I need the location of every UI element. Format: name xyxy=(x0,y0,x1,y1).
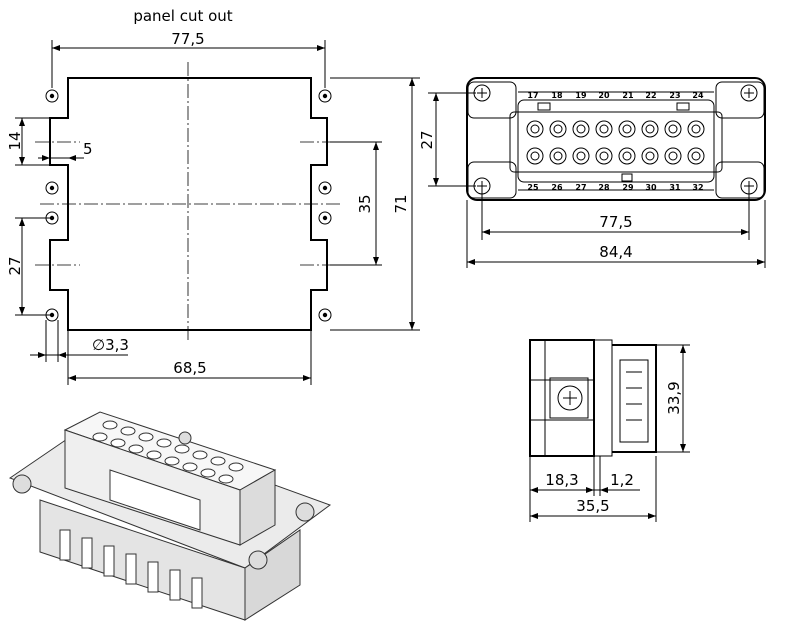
front-dim-inner-width: 77,5 xyxy=(599,213,632,231)
screw-icon xyxy=(295,502,315,522)
dim-slot-height: 14 xyxy=(6,131,24,150)
pin-label-20: 20 xyxy=(598,91,610,100)
pin-label-17: 17 xyxy=(527,91,538,100)
dim-lower-height: 27 xyxy=(6,256,24,275)
pin-label-31: 31 xyxy=(669,183,681,192)
side-dim-height: 33,9 xyxy=(665,381,683,414)
screw-icon xyxy=(248,550,268,570)
pin-label-21: 21 xyxy=(622,91,634,100)
screw-icon xyxy=(12,474,32,494)
pin-label-25: 25 xyxy=(527,183,539,192)
screw-icon xyxy=(557,385,583,411)
dim-inner-height: 35 xyxy=(356,194,374,213)
pin-label-24: 24 xyxy=(692,91,704,100)
front-view: 17 18 19 20 21 22 23 24 25 26 27 28 29 3… xyxy=(418,77,766,268)
isometric-connector-view xyxy=(8,411,332,621)
front-dim-height: 27 xyxy=(418,130,436,149)
dim-hole-diameter: ∅3,3 xyxy=(92,336,129,354)
pin-label-29: 29 xyxy=(622,183,634,192)
pin-label-19: 19 xyxy=(575,91,587,100)
dim-height: 71 xyxy=(392,194,410,213)
mounting-holes xyxy=(45,89,332,322)
pin-label-23: 23 xyxy=(669,91,680,100)
side-dim-left-width: 18,3 xyxy=(545,471,578,489)
pin-label-26: 26 xyxy=(551,183,563,192)
pin-label-22: 22 xyxy=(645,91,656,100)
side-dim-gap: 1,2 xyxy=(610,471,634,489)
pin-label-27: 27 xyxy=(575,183,586,192)
front-dim-outer-width: 84,4 xyxy=(599,243,632,261)
dim-slot-depth: 5 xyxy=(83,140,93,158)
panel-cutout-title: panel cut out xyxy=(133,7,232,25)
pin-label-32: 32 xyxy=(692,183,703,192)
pin-label-18: 18 xyxy=(551,91,563,100)
side-dim-total-width: 35,5 xyxy=(576,497,609,515)
dim-top-width: 77,5 xyxy=(171,30,204,48)
panel-cutout-view: 77,5 68,5 71 35 14 5 27 xyxy=(6,30,420,385)
pin-holes xyxy=(526,120,705,165)
pin-label-30: 30 xyxy=(645,183,657,192)
dim-bottom-width: 68,5 xyxy=(173,359,206,377)
side-view: 33,9 18,3 1,2 35,5 xyxy=(529,339,690,522)
pin-label-28: 28 xyxy=(598,183,610,192)
